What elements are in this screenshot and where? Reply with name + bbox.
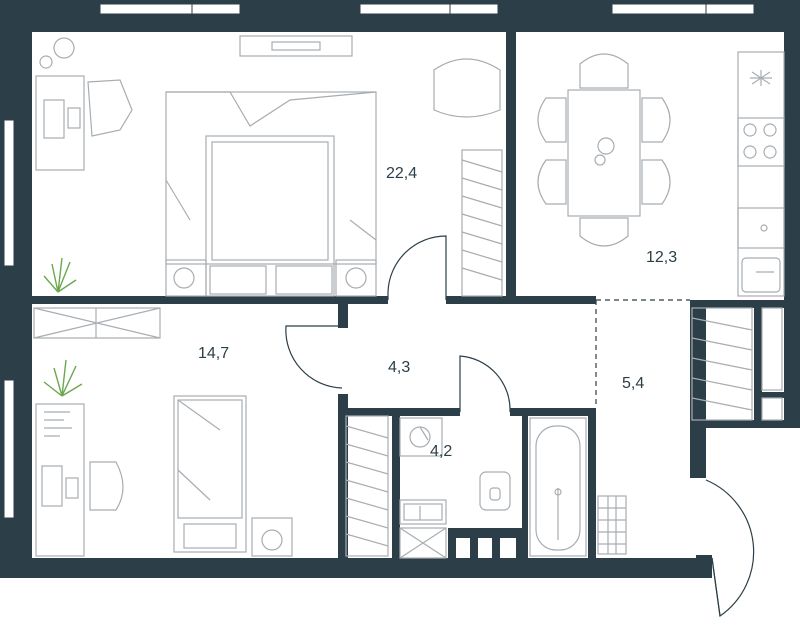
windows [3, 3, 755, 519]
bedroom-furniture [35, 35, 503, 297]
room-area-kitchen: 12,3 [646, 249, 677, 266]
room-area-bedroom-2: 14,7 [198, 345, 229, 362]
room-area-corridor: 4,3 [388, 359, 410, 376]
room-labels: 22,4 12,3 14,7 4,3 4,2 5,4 [198, 165, 677, 460]
walls [0, 0, 800, 578]
doors [285, 235, 755, 618]
hall-furniture [691, 307, 783, 421]
room-area-bathroom: 4,2 [430, 443, 452, 460]
room-area-bedroom: 22,4 [386, 165, 417, 182]
room-area-hall: 5,4 [622, 375, 644, 392]
bedroom-2-furniture [33, 307, 389, 557]
bathroom-fixtures [399, 417, 627, 559]
kitchen-furniture [537, 51, 785, 297]
